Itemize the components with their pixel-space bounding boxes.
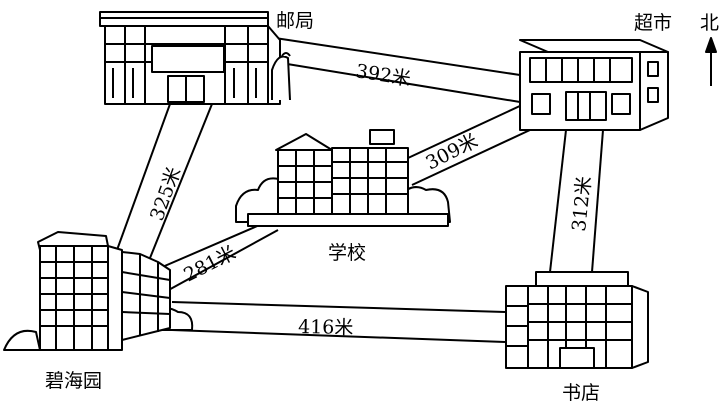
- road-biyuan-school: [159, 223, 279, 293]
- label-supermarket: 超市: [634, 12, 673, 34]
- label-biyuan: 碧海园: [45, 370, 103, 392]
- distance-post-supermarket: 392米: [354, 60, 412, 90]
- school-building: [235, 129, 451, 227]
- road-school-supermarket: [407, 104, 531, 186]
- biyuan-building: [3, 231, 194, 351]
- label-north: 北: [700, 12, 720, 34]
- label-school: 学校: [328, 242, 367, 264]
- label-post-office: 邮局: [276, 10, 315, 32]
- distance-biyuan-bookstore: 416米: [298, 316, 354, 339]
- label-bookstore: 书店: [562, 382, 601, 404]
- road-post-biyuan: [116, 103, 213, 259]
- supermarket-building: [519, 39, 669, 131]
- post-office-building: [99, 11, 291, 105]
- distance-supermarket-bookstore: 312米: [568, 175, 596, 232]
- road-supermarket-bookstore: [549, 129, 604, 273]
- bookstore-building: [505, 271, 649, 369]
- distance-biyuan-school: 281米: [180, 242, 239, 287]
- distance-post-biyuan: 325米: [146, 164, 186, 223]
- road-post-supermarket: [274, 37, 521, 103]
- north-arrow-icon: [705, 37, 717, 86]
- distance-school-supermarket: 309米: [422, 130, 481, 175]
- road-biyuan-bookstore: [171, 301, 506, 343]
